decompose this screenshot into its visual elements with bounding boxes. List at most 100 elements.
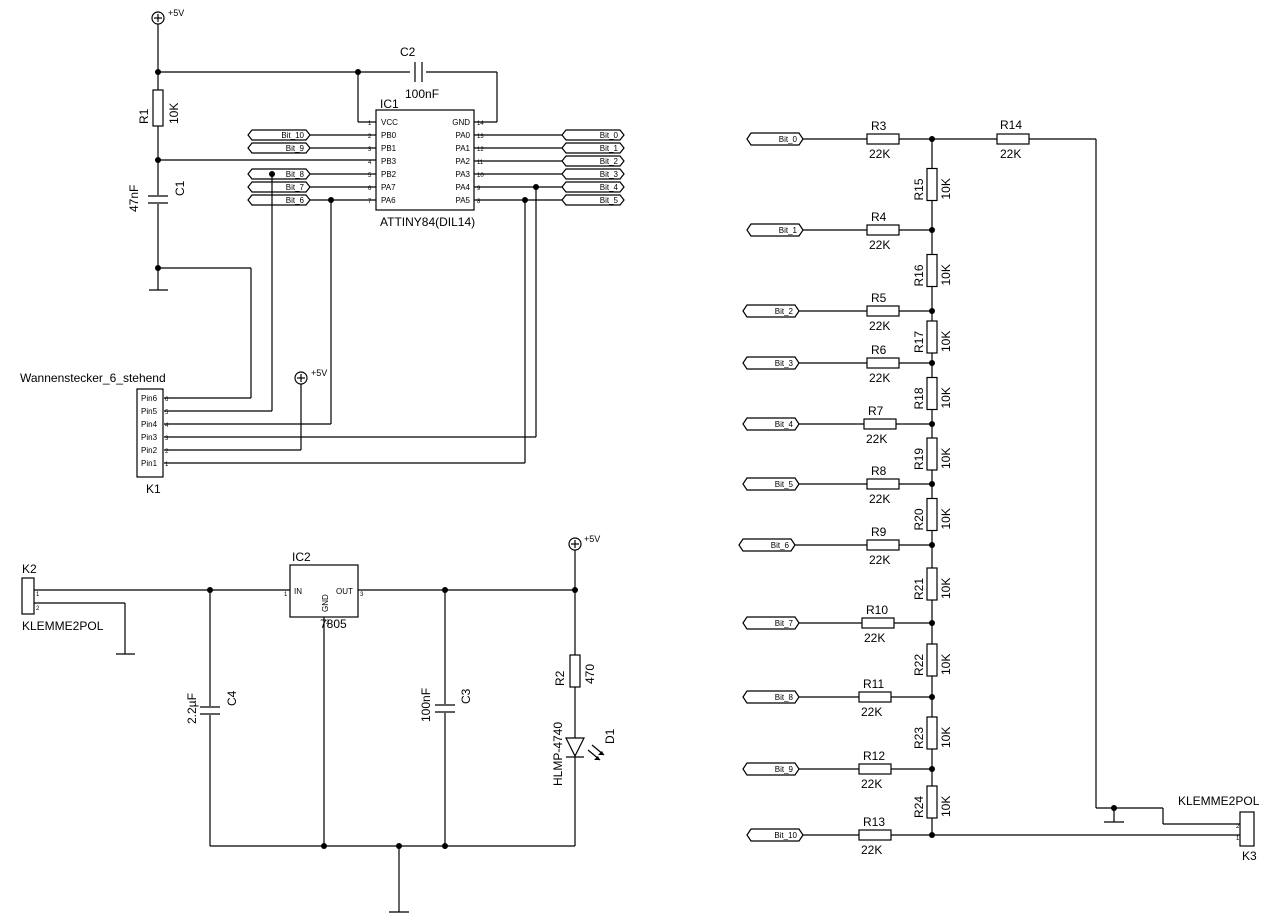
ic2-in-label: IN	[294, 587, 302, 596]
ic1-pin-number: 5	[368, 173, 372, 179]
port-flag-right-label: Bit_1	[600, 144, 619, 153]
k2-ref: K2	[22, 562, 37, 576]
shunt-resistor	[926, 785, 938, 819]
k3-ref: K3	[1242, 849, 1257, 863]
series-resistor-value: 22K	[869, 492, 890, 506]
series-resistor-value: 22K	[864, 631, 885, 645]
supply-section: K2 1 2 KLEMME2POL IC2 7805 IN OUT GND 1 …	[21, 534, 617, 913]
ic1-pin-number: 11	[477, 160, 484, 166]
port-flag-left-label: Bit_6	[286, 196, 305, 205]
k3-pin1-num: 1	[1236, 836, 1240, 842]
port-flag-right	[561, 168, 625, 180]
vcc-label-k1: +5V	[311, 368, 327, 378]
shunt-resistor	[926, 567, 938, 601]
series-resistor	[858, 691, 892, 703]
resistor-r2: R2 470	[553, 654, 597, 688]
k1-pin-label: Pin4	[141, 420, 158, 429]
k1-pin-number: 2	[165, 449, 169, 455]
ic1-pin-label: PA5	[455, 196, 470, 205]
ic2-regulator: IC2 7805 IN OUT GND 1 3 2	[284, 550, 364, 631]
ic2-name: 7805	[320, 617, 347, 631]
shunt-resistor	[926, 643, 938, 677]
ic1-pin-label: PA3	[455, 170, 470, 179]
shunt-resistor-value: 10K	[939, 448, 953, 469]
series-resistor-ref: R5	[871, 291, 887, 305]
vcc-symbol: +5V	[151, 8, 184, 25]
port-flag-right-label: Bit_3	[600, 170, 619, 179]
ic1-pin-label: PB3	[381, 157, 397, 166]
shunt-resistor	[926, 497, 938, 532]
k1-name: Wannenstecker_6_stehend	[20, 371, 166, 385]
k1-pin-number: 4	[165, 423, 169, 429]
shunt-resistor-value: 10K	[939, 578, 953, 599]
ic1-pin-number: 9	[477, 186, 481, 192]
ic1-pin-label: PB1	[381, 144, 397, 153]
ic1-pin-label: PA0	[455, 131, 470, 140]
port-flag-right	[561, 142, 625, 154]
shunt-resistor-ref: R16	[912, 264, 926, 286]
ic1-pin-number: 13	[477, 134, 484, 140]
k1-pin-label: Pin6	[141, 394, 158, 403]
ladder-input-flag-label: Bit_7	[775, 619, 794, 628]
k1-ref: K1	[146, 482, 161, 496]
ic1-ref: IC1	[380, 97, 399, 111]
series-resistor-ref: R6	[871, 343, 887, 357]
series-resistor-ref: R7	[868, 404, 884, 418]
ladder-input-flag-label: Bit_2	[775, 307, 794, 316]
k1-pin-number: 5	[165, 410, 169, 416]
shunt-resistor-ref: R18	[912, 387, 926, 409]
port-flag-right	[561, 129, 625, 141]
ladder-input-flag-label: Bit_1	[779, 226, 798, 235]
r2r-ladder-section: Bit_0R322KBit_1R422KBit_2R522KBit_3R622K…	[738, 118, 1260, 863]
k2-pin1-num: 1	[36, 592, 40, 598]
series-resistor-ref: R9	[871, 525, 887, 539]
k1-pin-number: 3	[165, 436, 169, 442]
ic2-pin1: 1	[284, 592, 288, 598]
port-flag-right-label: Bit_0	[600, 131, 619, 140]
c1-value: 47nF	[127, 185, 141, 212]
port-flag-left-label: Bit_7	[286, 183, 305, 192]
series-resistor-ref: R8	[871, 464, 887, 478]
k1-pin-number: 6	[165, 397, 169, 403]
k1-pin-number: 1	[165, 462, 169, 468]
ic1-pin-label: PA6	[381, 196, 396, 205]
ic1-pin-label: PB0	[381, 131, 397, 140]
vcc-label-supply: +5V	[584, 534, 600, 544]
series-resistor-value: 22K	[861, 843, 882, 857]
shunt-resistor-value: 10K	[939, 727, 953, 748]
shunt-resistor	[926, 437, 938, 471]
shunt-resistor	[926, 376, 938, 411]
ladder-input-flag-label: Bit_10	[774, 831, 797, 840]
shunt-resistor	[926, 716, 938, 750]
series-resistor-ref: R4	[871, 210, 887, 224]
k2-name: KLEMME2POL	[22, 619, 104, 633]
series-resistor	[866, 357, 900, 369]
series-resistor	[866, 133, 900, 145]
resistor-r14: R14 22K	[932, 118, 1030, 161]
ic1-pin-number: 2	[368, 134, 372, 140]
ic1-pin-number: 10	[477, 173, 484, 179]
shunt-resistor-value: 10K	[939, 654, 953, 675]
shunt-resistor	[926, 320, 938, 354]
shunt-resistor-ref: R17	[912, 331, 926, 353]
series-resistor	[858, 829, 892, 841]
shunt-resistor	[926, 253, 938, 288]
series-resistor-value: 22K	[869, 553, 890, 567]
series-resistor	[863, 418, 897, 430]
vcc-label: +5V	[168, 8, 184, 18]
series-resistor-value: 22K	[869, 238, 890, 252]
series-resistor-value: 22K	[866, 432, 887, 446]
c2-value: 100nF	[405, 87, 439, 101]
k2-pin2-num: 2	[36, 606, 40, 612]
port-flag-right-label: Bit_4	[600, 183, 619, 192]
shunt-resistor-value: 10K	[939, 178, 953, 199]
ic1-pin-number: 3	[368, 147, 372, 153]
series-resistor-value: 22K	[869, 371, 890, 385]
ladder-input-flag-label: Bit_3	[775, 359, 794, 368]
port-flag-left-label: Bit_9	[286, 144, 305, 153]
mcu-section: +5V C2 100nF R1 10K	[20, 8, 625, 496]
ic1-pin-label: PA4	[455, 183, 470, 192]
port-flag-left-label: Bit_10	[281, 131, 304, 140]
